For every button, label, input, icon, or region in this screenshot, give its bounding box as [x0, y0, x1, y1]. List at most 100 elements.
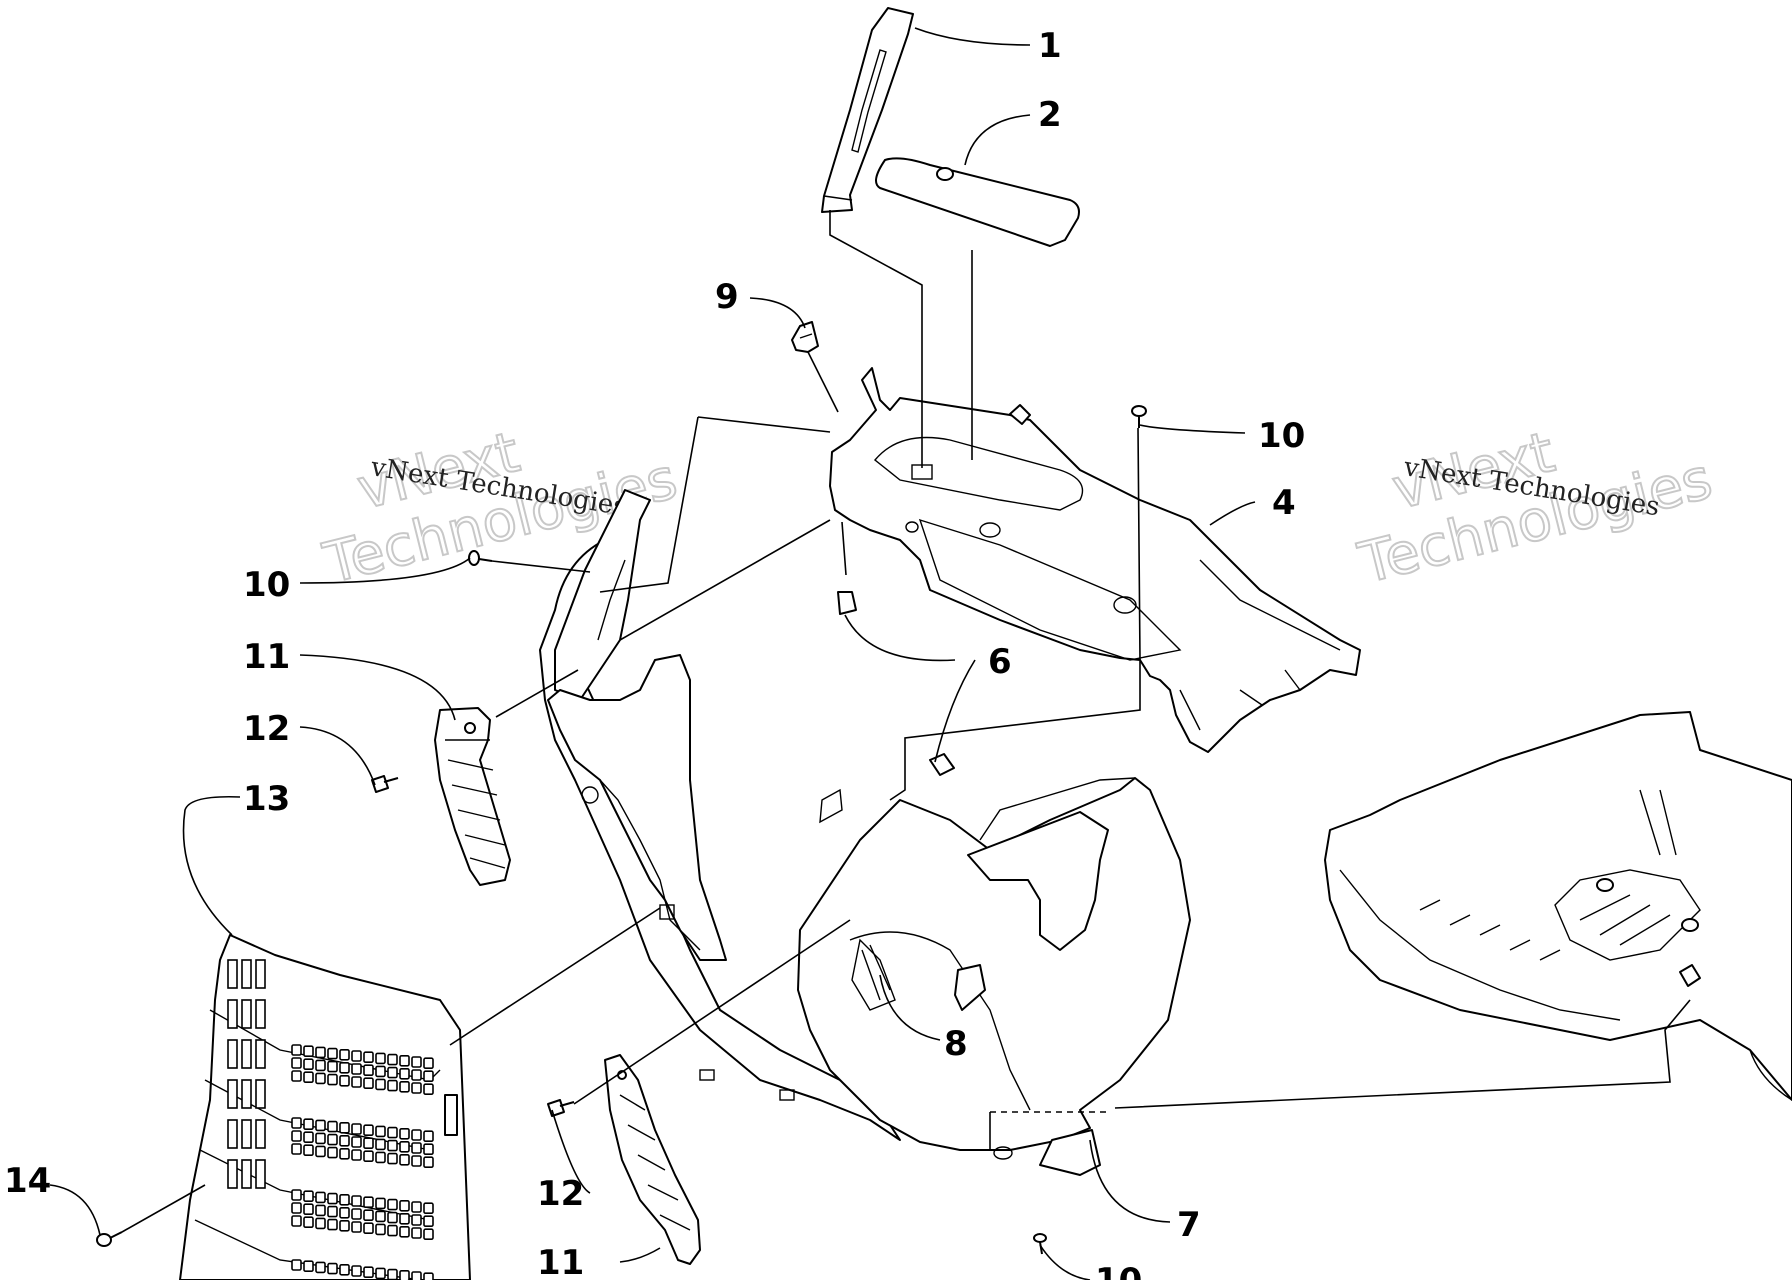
grille-mesh-cell — [387, 1211, 398, 1224]
grille-mesh-cell — [351, 1195, 362, 1207]
grille-mesh-cell — [303, 1216, 314, 1228]
grille-mesh-cell — [291, 1070, 302, 1082]
part-10-upper-screw — [1131, 405, 1147, 428]
grille-mesh-cell — [375, 1223, 386, 1236]
grille-mesh-cell — [315, 1119, 326, 1132]
grille-mesh-cell — [399, 1055, 410, 1067]
grille-mesh-cell — [315, 1132, 326, 1145]
callout-13: 13 — [243, 779, 290, 819]
part-10-bottom-screw — [1033, 1233, 1047, 1255]
grille-mesh-cell — [315, 1261, 326, 1274]
grille-mesh-cell — [423, 1215, 434, 1227]
part-11-lower-mesh-panel — [604, 1054, 701, 1265]
part-6-clip-right — [929, 753, 955, 776]
grille-mesh-cell — [411, 1201, 422, 1213]
grille-mesh-cell — [315, 1145, 326, 1158]
grille-mesh-cell — [351, 1265, 362, 1277]
grille-mesh-cell — [303, 1203, 314, 1215]
grille-mesh-cell — [351, 1063, 362, 1075]
callout-7: 7 — [1177, 1205, 1201, 1245]
part-14-screw — [96, 1231, 123, 1247]
grille-mesh-cell — [291, 1130, 302, 1142]
watermark-right: vNext Technologies vNext Technologies — [1351, 419, 1719, 598]
grille-mesh-cell — [411, 1082, 422, 1094]
grille-mesh-cell — [423, 1228, 434, 1240]
grille-mesh-cell — [315, 1046, 326, 1059]
grille-mesh-cell — [327, 1146, 338, 1159]
callout-2: 2 — [1038, 95, 1062, 135]
grille-mesh-cell — [315, 1204, 326, 1217]
part-4-upper-panel — [829, 367, 1361, 753]
grille-mesh-cell — [387, 1079, 398, 1092]
grille-mesh-cell — [399, 1213, 410, 1225]
grille-mesh-cell — [303, 1190, 314, 1202]
grille-mesh-cell — [351, 1050, 362, 1062]
grille-mesh-cell — [399, 1226, 410, 1238]
grille-mesh-cell — [375, 1210, 386, 1223]
grille-mesh-cell — [327, 1133, 338, 1146]
grille-mesh-cell — [303, 1058, 314, 1070]
grille-mesh-cell — [303, 1045, 314, 1057]
part-13-grille — [179, 934, 471, 1280]
grille-mesh-cell — [387, 1152, 398, 1165]
part-7-lower-pan — [797, 777, 1191, 1176]
grille-mesh-cell — [387, 1126, 398, 1139]
grille-side-cell — [241, 999, 252, 1029]
grille-mesh-cell — [399, 1141, 410, 1153]
grille-mesh-cell — [327, 1120, 338, 1133]
grille-mesh-cell — [411, 1142, 422, 1154]
grille-mesh — [227, 959, 434, 1280]
leader-lines — [49, 27, 1691, 1280]
grille-mesh-cell — [351, 1208, 362, 1220]
grille-mesh-cell — [339, 1207, 350, 1219]
grille-mesh-cell — [411, 1155, 422, 1167]
grille-side-cell — [255, 1119, 266, 1149]
callout-10-upper: 10 — [1258, 416, 1305, 456]
grille-mesh-cell — [291, 1143, 302, 1155]
grille-mesh-cell — [423, 1070, 434, 1082]
grille-mesh-cell — [291, 1044, 302, 1056]
part-6-clip-left — [837, 591, 857, 615]
grille-mesh-cell — [375, 1125, 386, 1138]
part-12-upper-screw — [371, 775, 399, 793]
grille-mesh-cell — [375, 1065, 386, 1078]
grille-mesh-cell — [423, 1130, 434, 1142]
grille-side-cell — [227, 959, 238, 989]
grille-mesh-cell — [423, 1156, 434, 1168]
grille-mesh-cell — [399, 1154, 410, 1166]
grille-side-cell — [227, 1039, 238, 1069]
grille-mesh-cell — [387, 1224, 398, 1237]
callout-6: 6 — [988, 642, 1012, 682]
grille-mesh-cell — [339, 1194, 350, 1206]
grille-mesh-cell — [423, 1272, 434, 1280]
grille-side-cell — [227, 1159, 238, 1189]
grille-mesh-cell — [327, 1262, 338, 1275]
grille-mesh-cell — [291, 1057, 302, 1069]
grille-mesh-cell — [327, 1205, 338, 1218]
grille-mesh-cell — [363, 1209, 374, 1221]
callout-10-bottom: 10 — [1095, 1261, 1142, 1280]
grille-mesh-cell — [339, 1062, 350, 1074]
grille-mesh-cell — [411, 1069, 422, 1081]
grille-mesh-cell — [327, 1218, 338, 1231]
callout-9: 9 — [715, 277, 739, 317]
grille-mesh-cell — [315, 1217, 326, 1230]
part-11-upper-mesh-panel — [434, 707, 511, 886]
grille-mesh-cell — [411, 1214, 422, 1226]
callout-10-left: 10 — [243, 565, 290, 605]
grille-mesh-cell — [375, 1138, 386, 1151]
grille-mesh-cell — [399, 1068, 410, 1080]
grille-side-cell — [227, 1079, 238, 1109]
grille-mesh-cell — [375, 1197, 386, 1210]
grille-mesh-cell — [291, 1259, 302, 1271]
grille-mesh-cell — [399, 1200, 410, 1212]
grille-mesh-cell — [399, 1270, 410, 1280]
grille-side-cell — [241, 1119, 252, 1149]
grille-mesh-cell — [411, 1227, 422, 1239]
grille-mesh-cell — [387, 1268, 398, 1280]
callout-8: 8 — [944, 1024, 968, 1064]
grille-side-cell — [241, 1079, 252, 1109]
grille-mesh-cell — [291, 1202, 302, 1214]
grille-mesh-cell — [363, 1196, 374, 1208]
